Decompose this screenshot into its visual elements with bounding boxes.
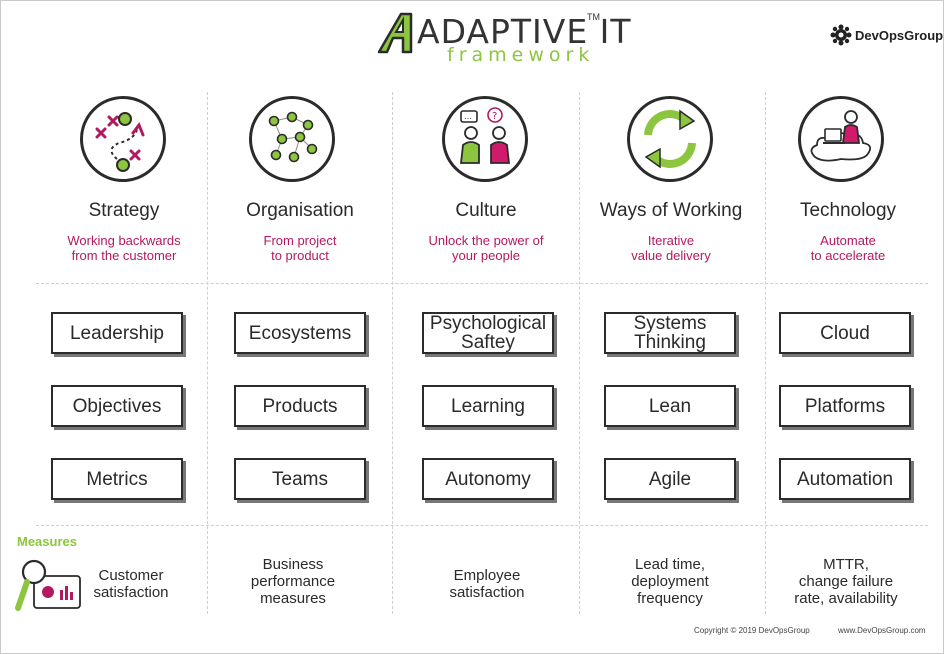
capability-box: Systems Thinking xyxy=(604,312,736,354)
capability-box: Objectives xyxy=(51,385,183,427)
capability-box: Teams xyxy=(234,458,366,500)
column-tagline-strategy: Working backwards from the customer xyxy=(67,233,181,263)
logo-trademark: TM xyxy=(587,12,600,22)
gear-cluster-icon xyxy=(830,24,852,46)
measure-text: Customer satisfaction xyxy=(93,567,169,601)
column-title-culture: Culture xyxy=(455,200,517,221)
column-tagline-technology: Automate to accelerate xyxy=(810,233,886,263)
website-link[interactable]: www.DevOpsGroup.com xyxy=(838,626,926,635)
logo-a-mark-icon xyxy=(377,12,413,54)
measure-text: Lead time, deployment frequency xyxy=(631,556,709,607)
column-title-technology: Technology xyxy=(799,200,897,221)
capability-box: Cloud xyxy=(779,312,911,354)
column-title-strategy: Strategy xyxy=(88,200,160,221)
copyright-text: Copyright © 2019 DevOpsGroup xyxy=(694,626,810,635)
measure-text: Business performance measures xyxy=(250,556,336,607)
svg-text:?: ? xyxy=(492,111,497,122)
capability-box: Lean xyxy=(604,385,736,427)
capability-box: Platforms xyxy=(779,385,911,427)
measure-text: MTTR, change failure rate, availability xyxy=(794,556,898,607)
conversation-people-icon: … ? xyxy=(442,96,528,182)
column-divider xyxy=(207,92,208,614)
column-tagline-ways-of-working: Iterative value delivery xyxy=(631,233,711,263)
capability-box: Leadership xyxy=(51,312,183,354)
magnifier-report-icon xyxy=(15,559,81,611)
capability-box: Automation xyxy=(779,458,911,500)
column-divider xyxy=(765,92,766,614)
network-people-icon xyxy=(249,96,335,182)
capability-box: Metrics xyxy=(51,458,183,500)
capability-box: Agile xyxy=(604,458,736,500)
logo-subtitle: framework xyxy=(447,44,595,66)
row-divider xyxy=(36,525,928,526)
devopsgroup-brand: DevOpsGroup xyxy=(830,24,943,46)
capability-box: Psychological Saftey xyxy=(422,312,554,354)
row-divider xyxy=(36,283,928,284)
column-title-organisation: Organisation xyxy=(246,200,354,221)
capability-box: Products xyxy=(234,385,366,427)
brand-name: DevOpsGroup xyxy=(855,27,944,43)
column-tagline-culture: Unlock the power of your people xyxy=(428,233,544,263)
column-tagline-organisation: From project to product xyxy=(263,233,337,263)
cloud-laptop-icon xyxy=(798,96,884,182)
capability-box: Learning xyxy=(422,385,554,427)
strategy-play-icon xyxy=(80,96,166,182)
column-title-ways-of-working: Ways of Working xyxy=(599,200,743,221)
capability-box: Ecosystems xyxy=(234,312,366,354)
measures-label: Measures xyxy=(17,534,77,549)
logo-title: ADAPTIVE IT xyxy=(417,12,632,51)
measure-text: Employee satisfaction xyxy=(449,567,525,601)
column-divider xyxy=(392,92,393,614)
cycle-arrows-icon xyxy=(627,96,713,182)
capability-box: Autonomy xyxy=(422,458,554,500)
adaptive-it-logo: ADAPTIVE IT TM framework xyxy=(375,6,631,68)
column-divider xyxy=(579,92,580,614)
svg-text:…: … xyxy=(464,112,472,121)
